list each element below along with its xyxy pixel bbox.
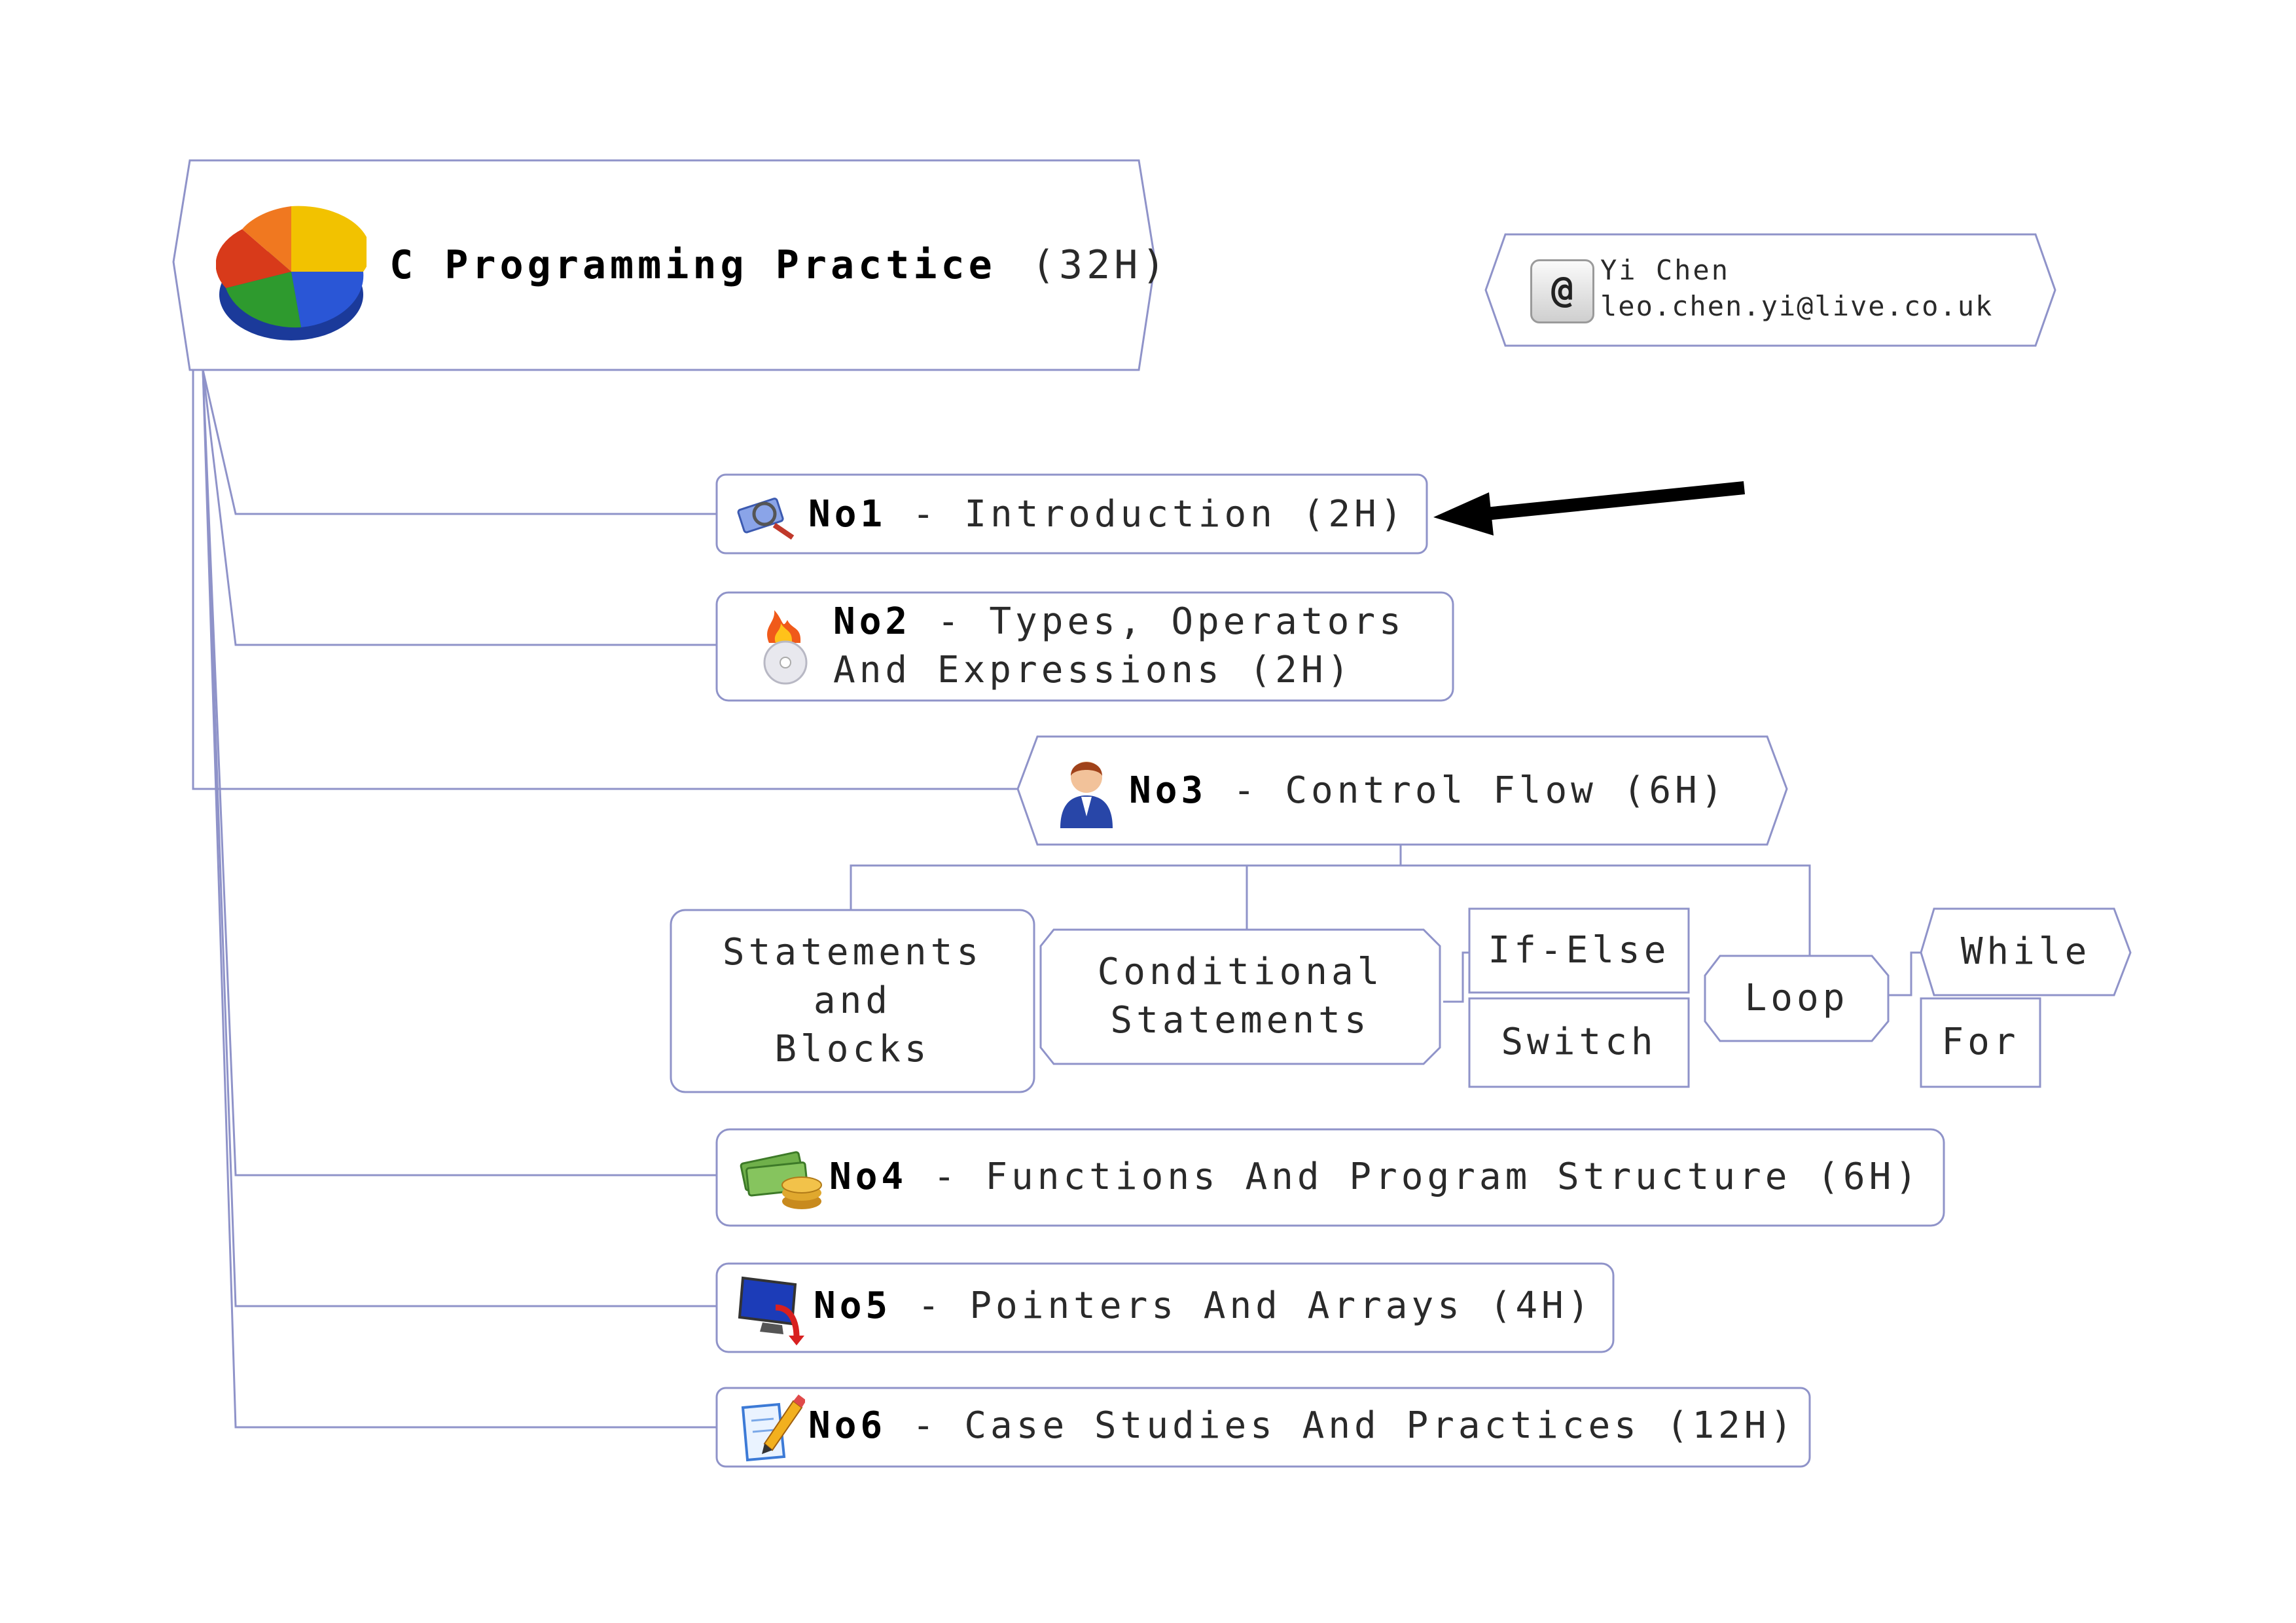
- topic-no1-sep: -: [886, 493, 965, 536]
- statements-blocks-line3: Blocks: [774, 1028, 931, 1070]
- switch-node[interactable]: Switch: [1469, 998, 1689, 1087]
- for-label: For: [1941, 1021, 2020, 1063]
- topic-no2-sep: -: [911, 600, 990, 643]
- statements-blocks-node[interactable]: Statements and Blocks: [671, 910, 1034, 1092]
- connector-loop-children: [1888, 951, 1921, 996]
- topic-no2-label-line2: And Expressions (2H): [833, 649, 1354, 691]
- topic-no6-sep: -: [886, 1404, 965, 1447]
- topic-no5-sep: -: [891, 1285, 970, 1327]
- topic-no1[interactable]: No1 - Introduction (2H): [717, 475, 1427, 553]
- topic-no5-id: No5: [814, 1285, 892, 1327]
- connector-root-no6: [202, 369, 717, 1429]
- money-coins-icon: [740, 1151, 822, 1209]
- topic-no4[interactable]: No4 - Functions And Program Structure (6…: [717, 1129, 1944, 1226]
- monitor-icon: [738, 1276, 804, 1345]
- topic-no5[interactable]: No5 - Pointers And Arrays (4H): [717, 1264, 1613, 1352]
- magnifier-icon: [737, 498, 795, 540]
- topic-no6[interactable]: No6 - Case Studies And Practices (12H): [717, 1388, 1810, 1467]
- statements-blocks-line1: Statements: [722, 931, 983, 974]
- notepad-pencil-icon: [741, 1395, 805, 1462]
- topic-no6-shape: [715, 1387, 1811, 1468]
- topic-no4-shape: [715, 1128, 1945, 1227]
- topic-no2[interactable]: No2 - Types, Operators And Expressions (…: [717, 593, 1453, 701]
- if-else-label: If-Else: [1488, 929, 1670, 972]
- topic-no5-label: Pointers And Arrays (4H): [969, 1285, 1594, 1327]
- topic-no3-shape: [1016, 735, 1788, 846]
- person-icon: [1060, 761, 1113, 828]
- statements-blocks-line2: and: [813, 979, 892, 1022]
- email-at-icon: @: [1530, 259, 1594, 323]
- topic-no5-shape: [715, 1262, 1615, 1353]
- topic-no3-id: No3: [1129, 769, 1208, 812]
- connector-cond-children: [1443, 951, 1469, 1003]
- topic-no4-sep: -: [907, 1156, 986, 1198]
- topic-no3-sep: -: [1207, 769, 1285, 812]
- author-name: Yi Chen: [1600, 254, 1731, 286]
- while-shape: [1920, 907, 2132, 996]
- switch-label: Switch: [1501, 1021, 1657, 1063]
- author-node[interactable]: @ Yi Chen leo.chen.yi@live.co.uk: [1486, 234, 2055, 346]
- conditional-shape: [1039, 928, 1441, 1065]
- connector-root-no2: [202, 369, 717, 646]
- if-else-shape: [1468, 907, 1690, 994]
- topic-no3[interactable]: No3 - Control Flow (6H): [1018, 737, 1787, 845]
- loop-label: Loop: [1744, 977, 1849, 1019]
- connector-root-no1: [202, 369, 717, 515]
- if-else-node[interactable]: If-Else: [1469, 909, 1689, 993]
- topic-no1-label: Introduction (2H): [964, 493, 1407, 536]
- fire-disc-icon: [763, 610, 808, 685]
- topic-no4-id: No4: [829, 1156, 908, 1198]
- conditional-statements-node[interactable]: Conditional Statements: [1041, 930, 1440, 1064]
- topic-no3-label: Control Flow (6H): [1285, 769, 1727, 812]
- for-node[interactable]: For: [1921, 998, 2040, 1087]
- while-node[interactable]: While: [1921, 909, 2130, 995]
- connector-root-no4: [202, 369, 717, 1176]
- topic-no4-label: Functions And Program Structure (6H): [985, 1156, 1922, 1198]
- pie-chart-icon: [216, 206, 367, 340]
- topic-no1-id: No1: [808, 493, 887, 536]
- author-node-shape: [1484, 233, 2056, 347]
- arrow-pointer-icon: [1433, 481, 1746, 536]
- topic-no6-label: Case Studies And Practices (12H): [964, 1404, 1797, 1447]
- topic-no1-shape: [715, 473, 1428, 555]
- while-label: While: [1960, 930, 2091, 973]
- topic-no6-id: No6: [808, 1404, 887, 1447]
- statements-blocks-shape: [670, 909, 1035, 1093]
- author-email: leo.chen.yi@live.co.uk: [1600, 290, 1994, 322]
- root-node[interactable]: C Programming Practice (32H): [173, 160, 1165, 370]
- connector-root-no5: [202, 369, 717, 1307]
- topic-no2-id: No2: [833, 600, 912, 643]
- switch-shape: [1468, 997, 1690, 1088]
- topic-no2-label-line1: Types, Operators: [989, 600, 1405, 643]
- connector-no3-bus: [850, 864, 1811, 956]
- conditional-line2: Statements: [1110, 999, 1371, 1042]
- root-hours: (32H): [1031, 242, 1170, 288]
- conditional-line1: Conditional: [1097, 951, 1384, 993]
- connector-root-no3: [192, 370, 1021, 790]
- loop-shape: [1704, 955, 1890, 1042]
- for-shape: [1920, 997, 2041, 1088]
- loop-node[interactable]: Loop: [1705, 956, 1888, 1041]
- root-node-shape: [172, 159, 1157, 371]
- topic-no2-shape: [715, 591, 1454, 702]
- root-title: C Programming Practice: [389, 242, 996, 288]
